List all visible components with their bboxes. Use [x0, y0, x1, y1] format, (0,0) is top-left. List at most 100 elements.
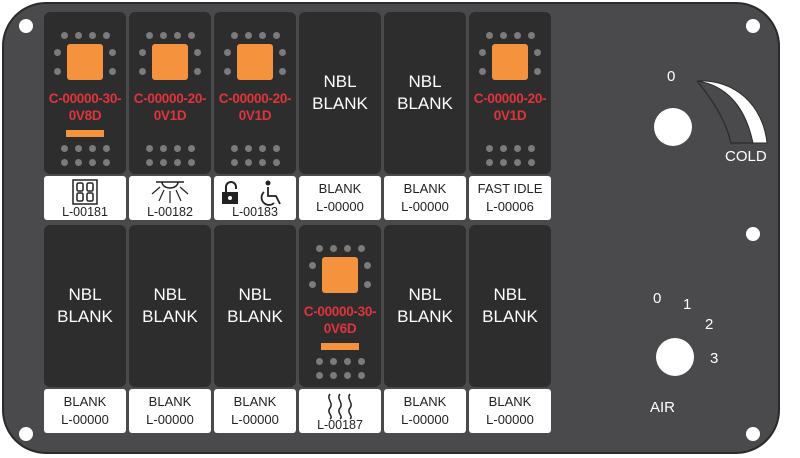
- dome-light-icon: [129, 179, 211, 207]
- label-text: FAST IDLE: [477, 181, 543, 196]
- side-dots-right: [194, 49, 201, 75]
- switch-label: BLANK L-00000: [44, 389, 126, 433]
- switch-label: L-00183: [214, 176, 296, 220]
- switch-label: L-00181: [44, 176, 126, 220]
- blank-switch: NBL BLANK: [44, 225, 126, 387]
- label-code: L-00000: [401, 199, 449, 214]
- indicator-dot: [224, 49, 231, 56]
- mount-hole-bottom-right: [746, 427, 760, 441]
- indicator-dot: [60, 32, 68, 39]
- top-dot-row: [129, 32, 211, 39]
- label-text: BLANK: [63, 394, 107, 409]
- led-row: [129, 44, 211, 80]
- led-row: [469, 44, 551, 80]
- indicator-dot: [364, 262, 371, 269]
- blank-switch-text: NBL BLANK: [397, 285, 453, 326]
- indicator-dot: [357, 358, 365, 365]
- rocker-switch[interactable]: C-00000-20- 0V1D: [129, 12, 211, 174]
- indicator-dot: [145, 159, 153, 166]
- indicator-dot: [187, 145, 195, 152]
- led-indicator: [492, 44, 528, 80]
- blank-switch: NBL BLANK: [384, 12, 466, 174]
- indicator-dot: [485, 145, 493, 152]
- rocker-switch[interactable]: C-00000-20- 0V1D: [214, 12, 296, 174]
- indicator-dot: [357, 372, 365, 379]
- indicator-dot: [224, 68, 231, 75]
- air-knob[interactable]: [656, 338, 694, 376]
- label-code: L-00000: [61, 412, 109, 427]
- indicator-dot: [54, 49, 61, 56]
- middle-dot-row: [214, 145, 296, 152]
- indicator-dot: [194, 49, 201, 56]
- led-row: [214, 44, 296, 80]
- indicator-dot: [139, 49, 146, 56]
- indicator-dot: [279, 49, 286, 56]
- indicator-dot: [534, 49, 541, 56]
- rocker-switch[interactable]: C-00000-20- 0V1D: [469, 12, 551, 174]
- switch-label: L-00187: [299, 389, 381, 433]
- indicator-dot: [244, 159, 252, 166]
- air-position-0: 0: [653, 290, 662, 307]
- blank-switch: NBL BLANK: [129, 225, 211, 387]
- middle-dot-row: [129, 145, 211, 152]
- top-dot-row: [299, 245, 381, 252]
- indicator-dot: [527, 32, 535, 39]
- rocker-switch[interactable]: C-00000-30- 0V8D: [44, 12, 126, 174]
- indicator-bar: [321, 343, 359, 350]
- switch-part-code: C-00000-20- 0V1D: [473, 91, 547, 123]
- mount-hole-top-right: [746, 19, 760, 33]
- indicator-dot: [272, 32, 280, 39]
- label-code: L-00187: [317, 418, 363, 432]
- indicator-dot: [343, 372, 351, 379]
- side-dots-left: [224, 49, 231, 75]
- indicator-dot: [244, 32, 252, 39]
- led-row: [44, 44, 126, 80]
- indicator-dot: [139, 68, 146, 75]
- indicator-dot: [187, 159, 195, 166]
- label-code: L-00000: [486, 412, 534, 427]
- label-code: L-00181: [62, 205, 108, 219]
- indicator-dot: [513, 159, 521, 166]
- side-dots-right: [279, 49, 286, 75]
- indicator-dot: [109, 68, 116, 75]
- switch-part-code: C-00000-20- 0V1D: [218, 91, 292, 123]
- led-indicator: [152, 44, 188, 80]
- indicator-dot: [194, 68, 201, 75]
- indicator-dot: [244, 145, 252, 152]
- side-dots-right: [364, 262, 371, 288]
- led-indicator: [237, 44, 273, 80]
- switch-part-code: C-00000-30- 0V6D: [303, 304, 377, 336]
- middle-dot-row: [299, 358, 381, 365]
- indicator-dot: [309, 262, 316, 269]
- top-dot-row: [214, 32, 296, 39]
- side-dots-right: [534, 49, 541, 75]
- rocker-switch[interactable]: C-00000-30- 0V6D: [299, 225, 381, 387]
- indicator-dot: [102, 32, 110, 39]
- indicator-dot: [527, 145, 535, 152]
- indicator-dot: [173, 159, 181, 166]
- indicator-dot: [329, 358, 337, 365]
- indicator-dot: [272, 145, 280, 152]
- air-position-1: 1: [683, 296, 692, 313]
- temp-knob[interactable]: [654, 108, 692, 146]
- bottom-dot-row: [214, 159, 296, 166]
- indicator-dot: [315, 245, 323, 252]
- indicator-dot: [513, 32, 521, 39]
- indicator-dot: [258, 32, 266, 39]
- label-text: BLANK: [148, 394, 192, 409]
- label-text: BLANK: [318, 181, 362, 196]
- indicator-dot: [88, 159, 96, 166]
- indicator-dot: [315, 372, 323, 379]
- label-text: BLANK: [403, 394, 447, 409]
- indicator-dot: [54, 68, 61, 75]
- temp-knob-cold-label: COLD: [725, 148, 767, 165]
- side-dots-left: [479, 49, 486, 75]
- bottom-dot-row: [129, 159, 211, 166]
- indicator-dot: [479, 68, 486, 75]
- indicator-dot: [309, 281, 316, 288]
- led-indicator: [322, 257, 358, 293]
- indicator-dot: [513, 145, 521, 152]
